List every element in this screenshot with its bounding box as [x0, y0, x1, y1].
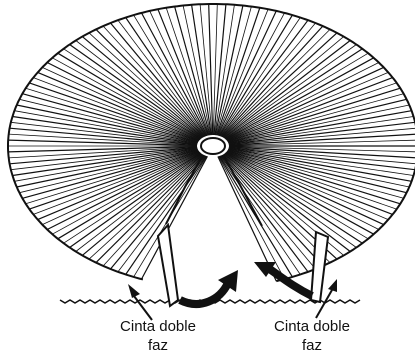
- fan-pleat-line: [209, 4, 213, 135]
- fan-center-hub: [201, 138, 225, 154]
- right-tape-label-line1: Cinta doble: [274, 318, 350, 335]
- right-tape-label-line2: faz: [302, 337, 322, 354]
- left-tape-pointer-arrowhead: [128, 284, 140, 298]
- fan-pleat-line: [111, 156, 206, 270]
- fan-pleat-line: [64, 49, 202, 139]
- right-end-panel: [311, 232, 328, 302]
- fan-pleat-line: [221, 156, 316, 270]
- left-tape-label-line2: faz: [148, 337, 168, 354]
- left-end-panel: [158, 225, 178, 306]
- fan-pleat-line: [226, 63, 379, 140]
- right-tape-pointer-arrowhead: [328, 279, 337, 292]
- fan-pleat-line: [222, 155, 330, 263]
- fan-pleat-line: [226, 153, 379, 230]
- fan-pleat-line: [64, 154, 202, 244]
- left-tape-label-line1: Cinta doble: [120, 318, 196, 335]
- fan-pleat-line: [47, 153, 200, 230]
- fan-pleat-line: [47, 63, 200, 140]
- fan-pleat-line: [38, 72, 200, 140]
- fan-pleat-line: [38, 152, 200, 220]
- fan-pleat-line: [96, 155, 204, 263]
